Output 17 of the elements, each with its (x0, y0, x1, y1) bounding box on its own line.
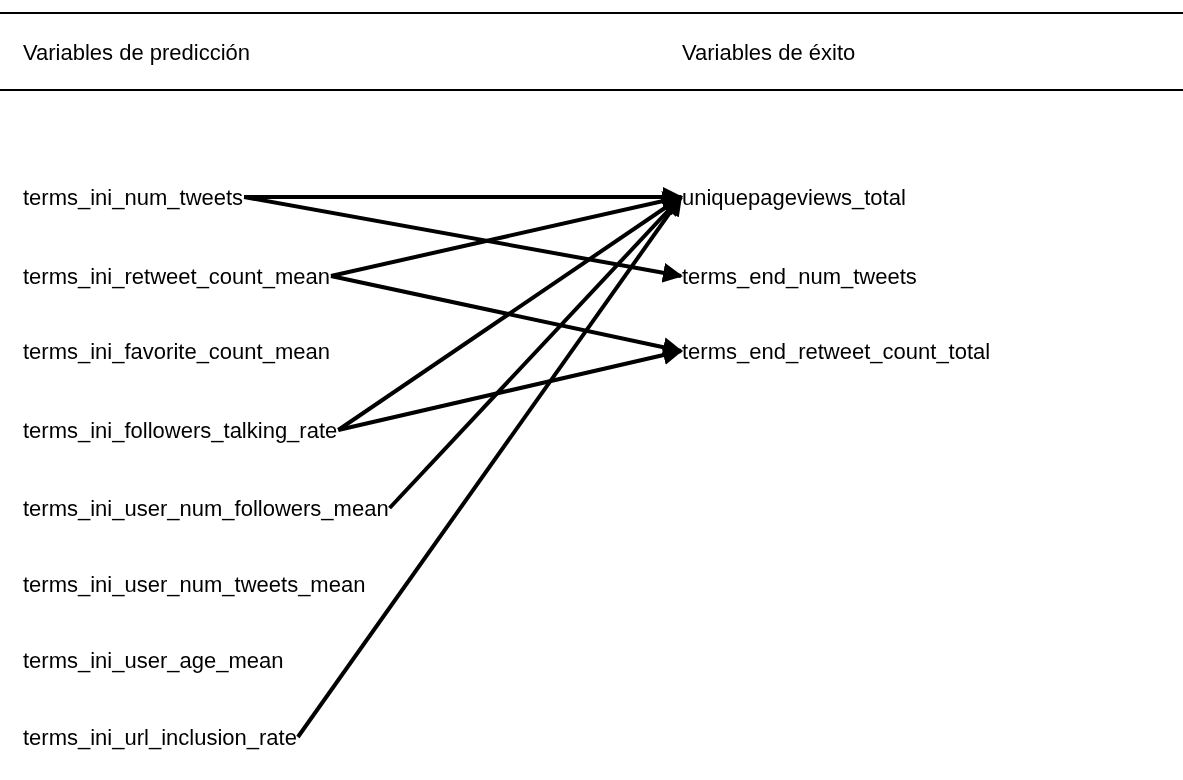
arrow (330, 191, 683, 278)
variable-name: terms_end_num_tweets (682, 262, 917, 291)
variable-name: uniquepageviews_total (682, 183, 906, 212)
variable-name: terms_ini_user_age_mean (23, 646, 284, 675)
variable-name: terms_ini_followers_talking_rate (23, 416, 338, 445)
variable-name: terms_ini_url_inclusion_rate (23, 723, 297, 752)
variable-name: terms_ini_user_num_tweets_mean (23, 570, 366, 599)
variable-name: terms_ini_num_tweets (23, 183, 244, 212)
variable-name: terms_ini_retweet_count_mean (23, 262, 330, 291)
column-header: Variables de predicción (23, 39, 251, 67)
variable-name: terms_end_retweet_count_total (682, 337, 991, 366)
column-header: Variables de éxito (682, 39, 856, 67)
arrow (296, 195, 683, 739)
variable-name: terms_ini_favorite_count_mean (23, 337, 330, 366)
arrow (337, 345, 683, 432)
arrow (243, 195, 683, 283)
variable-name: terms_ini_user_num_followers_mean (23, 494, 389, 523)
